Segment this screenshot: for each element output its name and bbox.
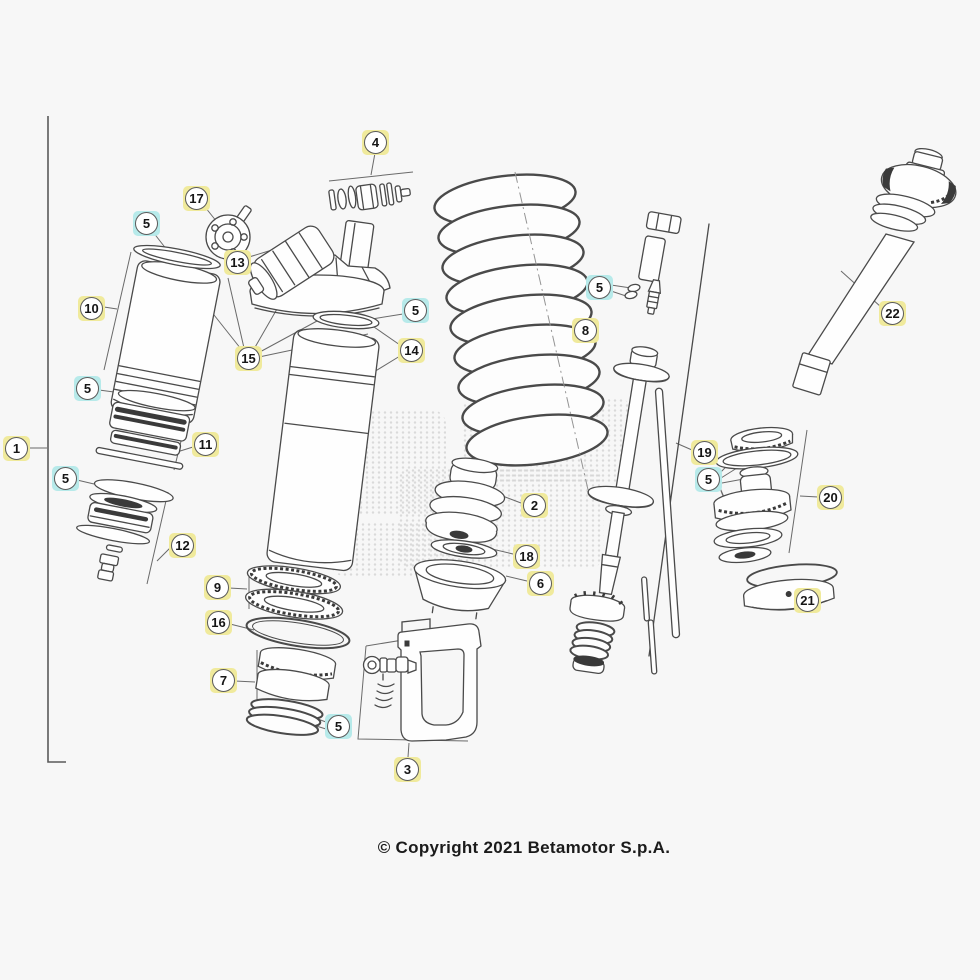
callout-4[interactable]: 4 bbox=[362, 130, 389, 155]
callout-9[interactable]: 9 bbox=[204, 575, 231, 600]
callout-11[interactable]: 11 bbox=[192, 432, 219, 457]
callout-label: 12 bbox=[171, 534, 194, 557]
shock-head bbox=[248, 220, 391, 330]
piston-kit-20 bbox=[713, 426, 799, 564]
callout-label: 5 bbox=[327, 715, 350, 738]
callout-label: 4 bbox=[364, 131, 387, 154]
callout-5d[interactable]: 5 bbox=[74, 376, 101, 401]
callout-label: 15 bbox=[237, 347, 260, 370]
callout-label: 3 bbox=[396, 758, 419, 781]
callout-label: 2 bbox=[523, 494, 546, 517]
callout-17[interactable]: 17 bbox=[183, 186, 210, 211]
callout-label: 5 bbox=[54, 467, 77, 490]
callout-14[interactable]: 14 bbox=[398, 338, 425, 363]
callout-21[interactable]: 21 bbox=[794, 588, 821, 613]
coil-spring bbox=[433, 171, 609, 495]
copyright-text: © Copyright 2021 Betamotor S.p.A. bbox=[377, 838, 671, 857]
callout-label: 7 bbox=[212, 669, 235, 692]
callout-18[interactable]: 18 bbox=[513, 544, 540, 569]
air-valve bbox=[362, 655, 417, 709]
callout-5c[interactable]: 5 bbox=[586, 275, 613, 300]
callout-13[interactable]: 13 bbox=[224, 250, 251, 275]
callout-label: 5 bbox=[588, 276, 611, 299]
o-ring-16 bbox=[245, 616, 351, 650]
callout-label: 22 bbox=[881, 302, 904, 325]
piston-kit-11 bbox=[95, 389, 196, 470]
callout-1[interactable]: 1 bbox=[3, 436, 30, 461]
callout-label: 1 bbox=[5, 437, 28, 460]
damper-body bbox=[266, 328, 380, 572]
bump-rubber bbox=[425, 457, 506, 543]
callout-label: 8 bbox=[574, 319, 597, 342]
callout-label: 5 bbox=[135, 212, 158, 235]
mount-bushing-set bbox=[328, 182, 411, 211]
callout-12[interactable]: 12 bbox=[169, 533, 196, 558]
callout-label: 19 bbox=[693, 441, 716, 464]
callout-label: 5 bbox=[404, 299, 427, 322]
callout-6[interactable]: 6 bbox=[527, 571, 554, 596]
assembly-bracket bbox=[47, 116, 66, 763]
callout-label: 21 bbox=[796, 589, 819, 612]
washer-18 bbox=[430, 539, 498, 559]
callout-label: 11 bbox=[194, 433, 217, 456]
clevis bbox=[397, 618, 482, 742]
seal-head-kit-12 bbox=[76, 479, 174, 582]
reservoir-body bbox=[110, 244, 221, 425]
callout-label: 20 bbox=[819, 486, 842, 509]
callout-5b[interactable]: 5 bbox=[402, 298, 429, 323]
callout-2[interactable]: 2 bbox=[521, 493, 548, 518]
callout-label: 5 bbox=[76, 377, 99, 400]
callout-16[interactable]: 16 bbox=[205, 610, 232, 635]
callout-15[interactable]: 15 bbox=[235, 346, 262, 371]
callout-5a[interactable]: 5 bbox=[133, 211, 160, 236]
callout-22[interactable]: 22 bbox=[879, 301, 906, 326]
callout-5g[interactable]: 5 bbox=[695, 467, 722, 492]
shaft-22 bbox=[792, 147, 957, 396]
callout-label: 6 bbox=[529, 572, 552, 595]
adjuster-rings-9 bbox=[245, 565, 344, 620]
rebound-rod-assembly bbox=[569, 211, 682, 675]
callout-label: 9 bbox=[206, 576, 229, 599]
callout-7[interactable]: 7 bbox=[210, 668, 237, 693]
piston-21 bbox=[742, 563, 838, 611]
needle-rod-19 bbox=[640, 223, 710, 675]
callout-3[interactable]: 3 bbox=[394, 757, 421, 782]
callout-5f[interactable]: 5 bbox=[325, 714, 352, 739]
callout-19[interactable]: 19 bbox=[691, 440, 718, 465]
compression-adjuster-7 bbox=[245, 647, 337, 736]
callout-label: 13 bbox=[226, 251, 249, 274]
spring-seat bbox=[413, 559, 507, 620]
callout-20[interactable]: 20 bbox=[817, 485, 844, 510]
callout-label: 17 bbox=[185, 187, 208, 210]
callout-label: 16 bbox=[207, 611, 230, 634]
callout-5e[interactable]: 5 bbox=[52, 466, 79, 491]
callout-10[interactable]: 10 bbox=[78, 296, 105, 321]
callout-label: 10 bbox=[80, 297, 103, 320]
callout-label: 5 bbox=[697, 468, 720, 491]
callout-label: 14 bbox=[400, 339, 423, 362]
callout-label: 18 bbox=[515, 545, 538, 568]
callout-8[interactable]: 8 bbox=[572, 318, 599, 343]
